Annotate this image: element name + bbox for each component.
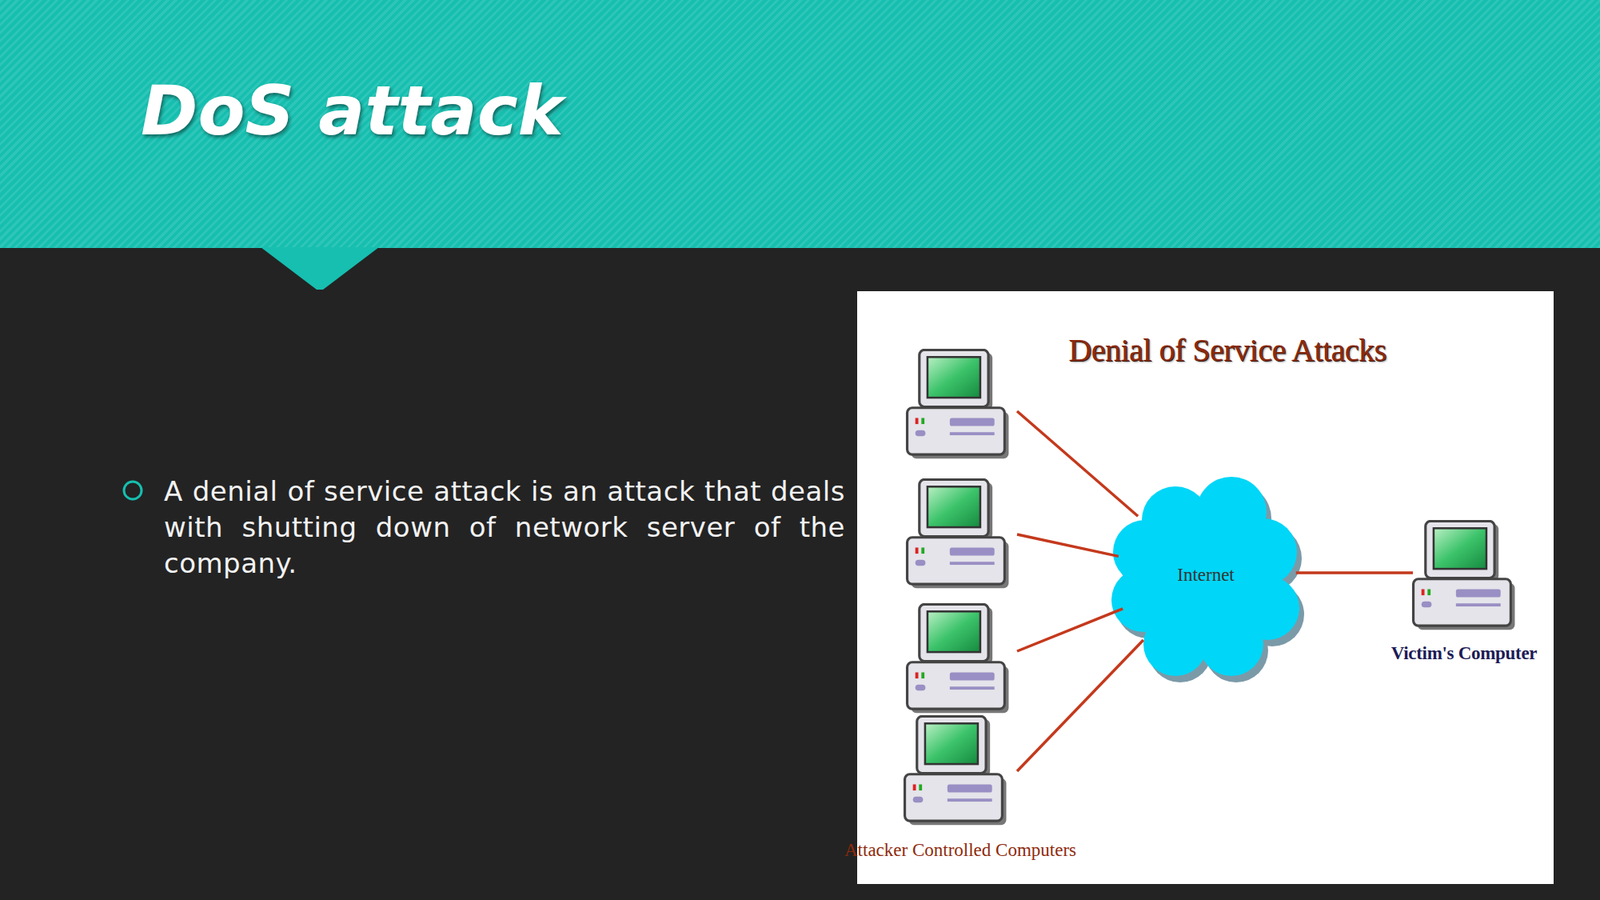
- diagram-heading: Denial of Service Attacks: [1015, 331, 1440, 369]
- node-label: Attacker Controlled Computers: [844, 839, 1077, 861]
- node-label: Internet: [1177, 564, 1235, 586]
- node-label: Victim's Computer: [1391, 642, 1537, 664]
- connector-line: [1296, 570, 1413, 575]
- connector-line: [1017, 534, 1119, 556]
- connector-line: [1017, 410, 1138, 516]
- header-notch: [260, 247, 380, 290]
- slide-title: DoS attack: [140, 70, 564, 151]
- bullet-circle: [123, 481, 142, 499]
- bullet-text: A denial of service attack is an attack …: [163, 473, 846, 582]
- attacker-group: Attacker Controlled Computers: [903, 348, 1018, 832]
- internet-cloud: [1111, 476, 1305, 683]
- victim-computer: Victim's Computer: [1412, 521, 1516, 631]
- computer-icon: [905, 349, 1516, 825]
- internet-cloud-node: Internet: [1109, 469, 1302, 681]
- connector-line: [1017, 608, 1123, 651]
- connector-line: [1017, 639, 1144, 771]
- image-panel: [857, 291, 1554, 884]
